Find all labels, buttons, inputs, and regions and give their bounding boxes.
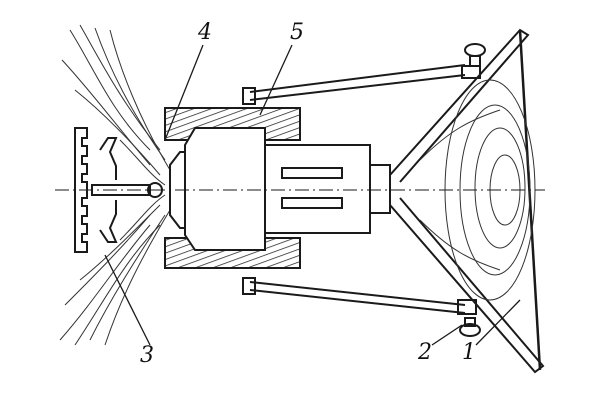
label-5: 5: [290, 20, 304, 45]
cutter-disc: [74, 127, 163, 253]
arm-top: [249, 64, 466, 101]
label-4: 4: [198, 20, 212, 45]
machine-body: [184, 127, 266, 251]
adjust-knob-bottom: [457, 299, 481, 337]
label-1: 1: [462, 340, 476, 365]
fibrous-material: [59, 24, 171, 346]
label-2: 2: [418, 340, 432, 365]
adjust-knob-top: [461, 43, 486, 79]
label-3: 3: [140, 343, 154, 368]
engine-housing: [264, 144, 371, 234]
arm-bottom: [249, 281, 466, 314]
